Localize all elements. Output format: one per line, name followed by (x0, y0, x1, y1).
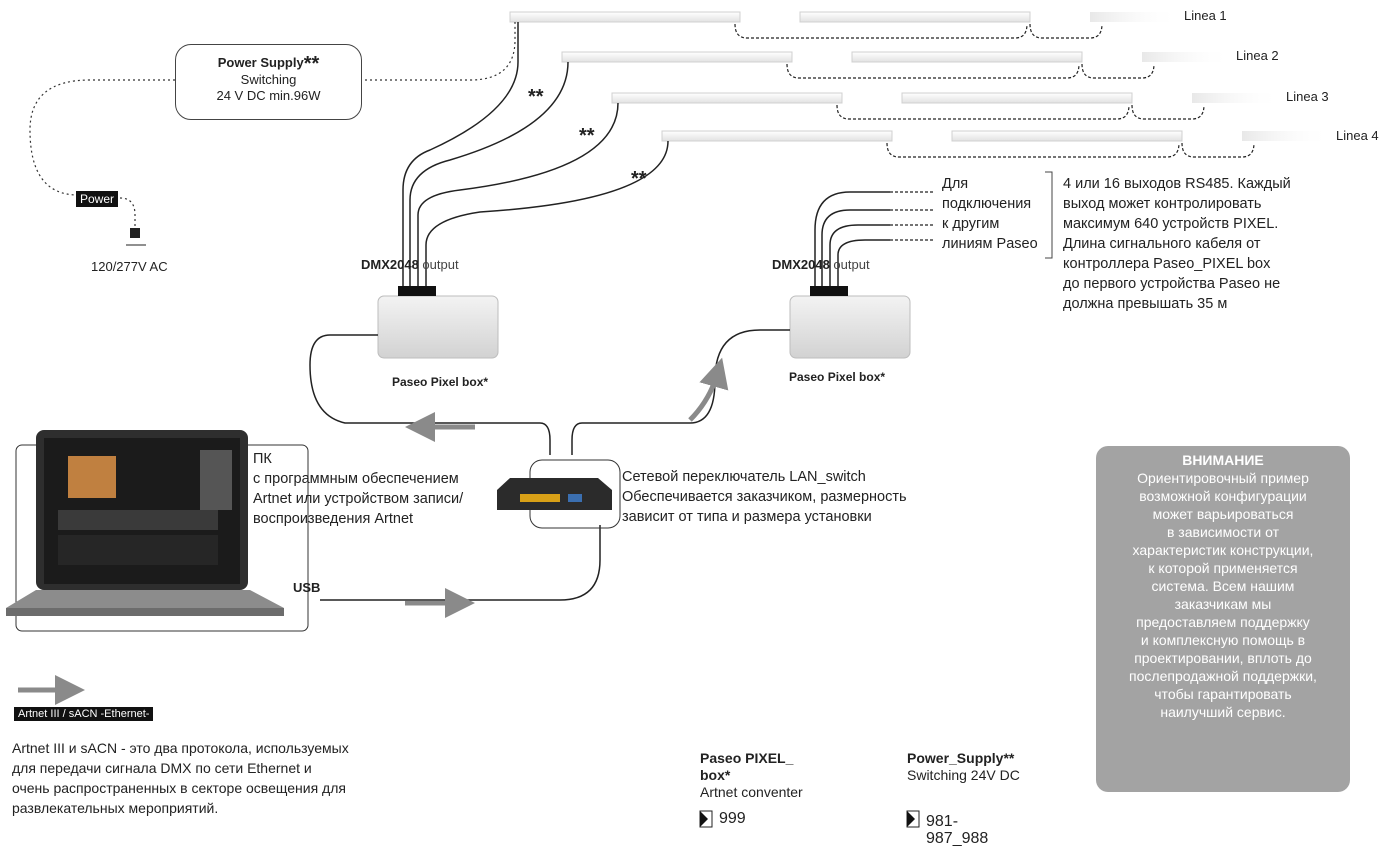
dmx-dashes-right (890, 191, 935, 241)
line-label-3: Linea 3 (1286, 89, 1329, 104)
double-star-2: ** (579, 125, 595, 147)
power-tag: Power (76, 191, 119, 207)
dmx-label-right: DMX2048 output (772, 257, 870, 272)
led-line-1 (509, 11, 1180, 39)
rs485-bracket (1045, 171, 1053, 259)
pixel-box-left (377, 286, 499, 359)
product-icon-2 (906, 810, 920, 828)
ethernet-cables (309, 329, 790, 601)
dmx-cables-left (402, 22, 669, 290)
power-supply-box: Power Supply** Switching 24 V DC min.96W (175, 44, 362, 120)
lan-switch (497, 459, 621, 529)
power-supply-line2: 24 V DC min.96W (216, 88, 321, 103)
product-code-2: 981-987_988 (926, 813, 989, 847)
plug-icon (130, 228, 140, 238)
dmx-label-left: DMX2048 output (361, 257, 459, 272)
notice-body: Ориентировочный пример возможной конфигу… (1129, 470, 1317, 720)
line-label-2: Linea 2 (1236, 48, 1279, 63)
power-supply-line1: Switching (240, 72, 297, 87)
legend-tag: Artnet III / sACN -Ethernet- (14, 707, 154, 721)
usb-label: USB (293, 580, 321, 595)
double-star-3: ** (631, 168, 647, 190)
notice-title: ВНИМАНИЕ (1182, 452, 1264, 468)
led-line-3 (611, 92, 1282, 120)
product-icon-1 (699, 810, 713, 828)
dmx-cables-right (814, 191, 890, 290)
power-supply-title: Power Supply** (217, 53, 320, 75)
led-line-4 (661, 130, 1332, 158)
product-code-1: 999 (719, 810, 746, 827)
product-power-supply: Power_Supply** Switching 24V DC 981-987_… (907, 750, 1020, 847)
double-star-1: ** (528, 86, 544, 108)
rs485-description: 4 или 16 выходов RS485. Каждый выход мож… (1063, 176, 1291, 312)
pixel-box-right-label: Paseo Pixel box* (789, 370, 886, 384)
notice-box: ВНИМАНИЕ Ориентировочный пример возможно… (1096, 446, 1350, 792)
ethernet-arrows (18, 357, 729, 705)
led-line-2 (561, 51, 1232, 79)
switch-description: Сетевой переключатель LAN_switch Обеспеч… (622, 469, 907, 525)
pc-description: ПК с программным обеспечением Artnet или… (253, 451, 464, 527)
pixel-box-left-label: Paseo Pixel box* (392, 375, 489, 389)
laptop (6, 430, 309, 632)
legend-description: Artnet III и sACN - это два протокола, и… (12, 740, 349, 816)
other-lines-text: Для подключения к другим линиям Paseo (942, 176, 1038, 252)
pixel-box-right (789, 286, 911, 359)
line-label-1: Linea 1 (1184, 8, 1227, 23)
power-wiring (29, 22, 516, 228)
mains-label: 120/277V AC (91, 259, 168, 274)
line-label-4: Linea 4 (1336, 128, 1379, 143)
product-paseo-pixel-box: Paseo PIXEL_ box* Artnet conventer 999 (700, 750, 803, 827)
